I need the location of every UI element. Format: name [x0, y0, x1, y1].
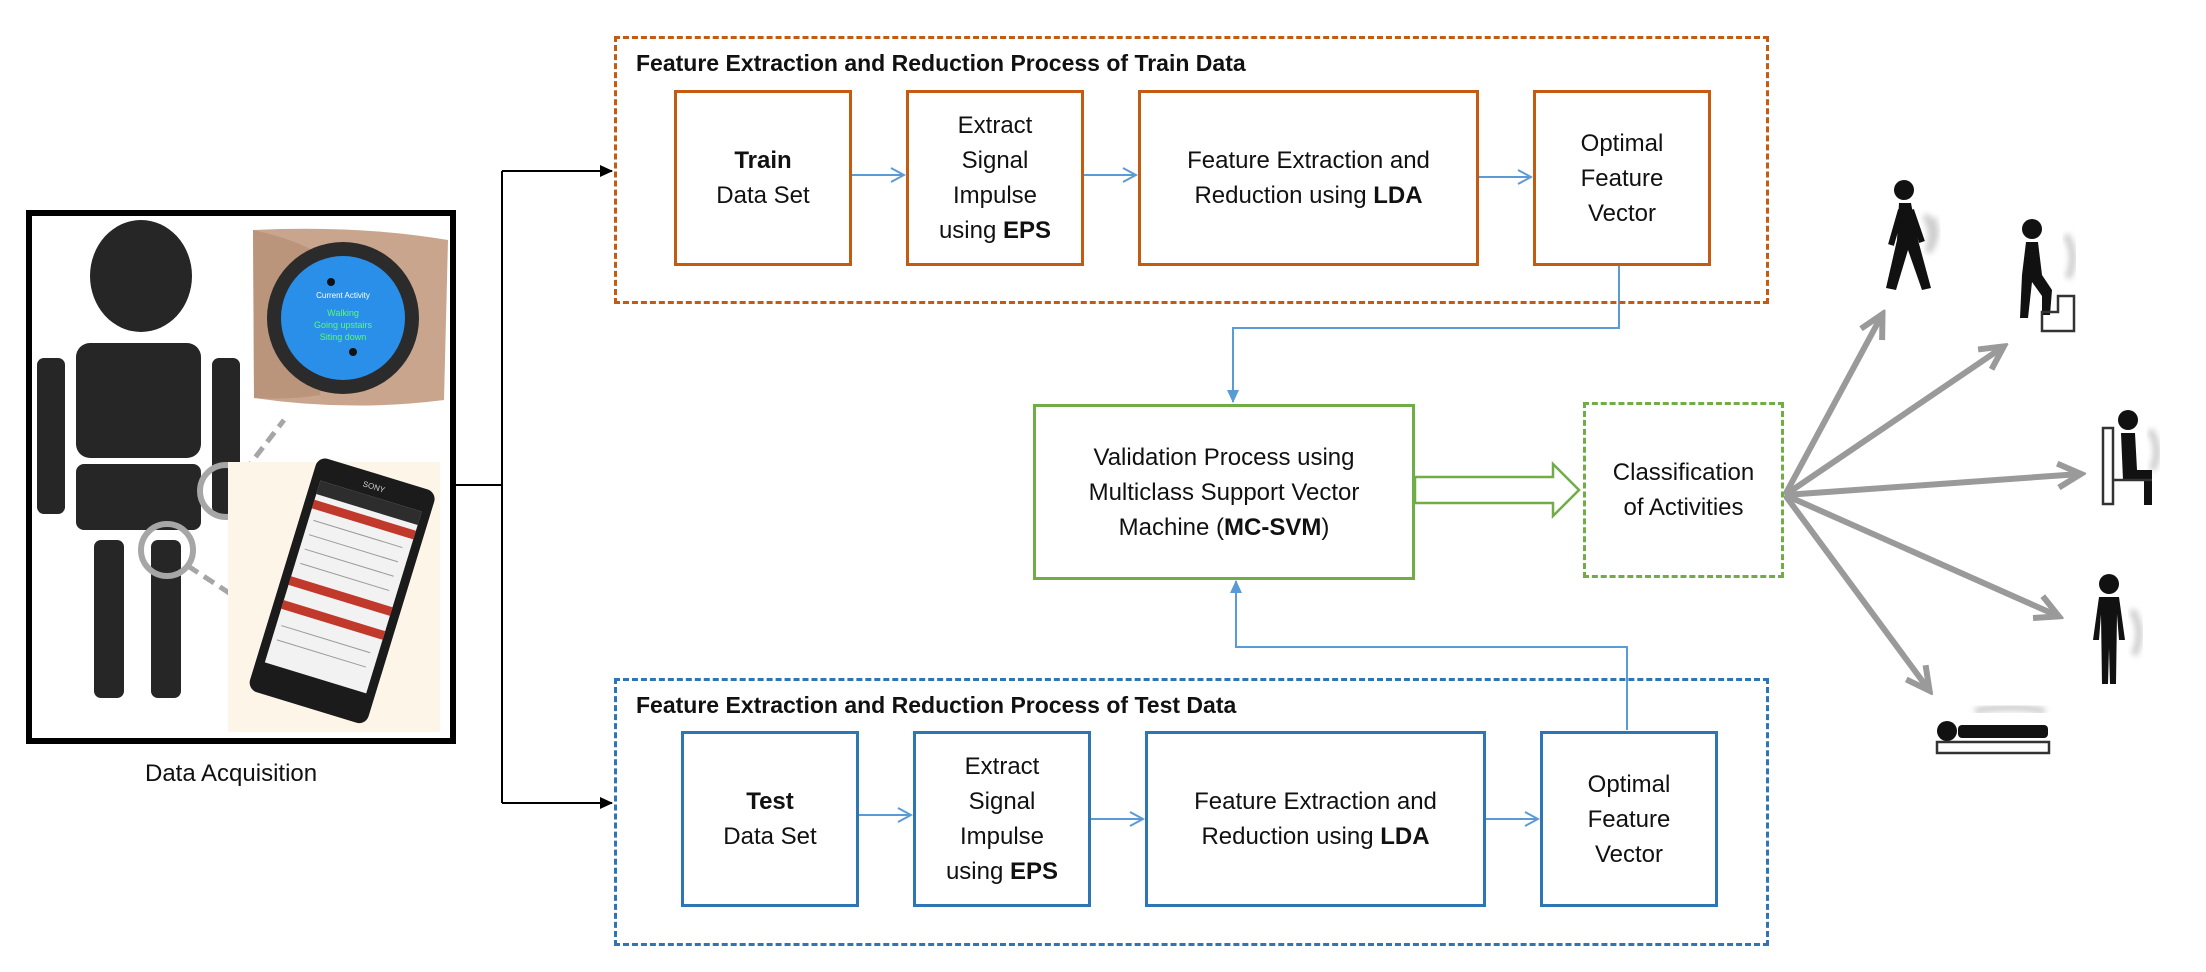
classification-box: Classification of Activities — [1583, 402, 1784, 578]
validation-line-2: Multiclass Support Vector — [1088, 478, 1360, 506]
train-feature-lda: LDA — [1373, 182, 1423, 209]
test-feature-line-2: Reduction using — [1201, 823, 1381, 850]
test-extract-box: Extract Signal Impulse using EPS — [913, 731, 1091, 907]
test-feature-line-1: Feature Extraction and — [1194, 788, 1437, 815]
train-section-frame — [614, 36, 1769, 304]
watch-label-walking: Walking — [327, 308, 359, 318]
train-data-set-box: Train Data Set — [674, 90, 852, 266]
train-feature-line-2: Reduction using — [1194, 182, 1374, 209]
train-section-title: Feature Extraction and Reduction Process… — [636, 50, 1246, 76]
test-optimal-box: Optimal Feature Vector — [1540, 731, 1718, 907]
validation-mc-svm: MC-SVM — [1224, 513, 1322, 541]
test-set-label-bold: Test — [746, 788, 794, 815]
watch-label-sitting: Siting down — [320, 332, 367, 342]
validation-to-classification-arrow — [1413, 460, 1581, 520]
test-section-title: Feature Extraction and Reduction Process… — [636, 692, 1237, 718]
train-extract-eps: EPS — [1003, 217, 1052, 244]
test-extract-line-1: Extract — [964, 753, 1040, 780]
test-optimal-line-1: Optimal — [1587, 770, 1671, 798]
test-data-set-box: Test Data Set — [681, 731, 859, 907]
test-extract-eps: EPS — [1010, 858, 1059, 885]
test-feature-lda: LDA — [1380, 823, 1430, 850]
train-to-validation-connector — [1227, 266, 1620, 403]
train-optimal-line-3: Vector — [1587, 199, 1657, 227]
test-extract-line-2: Signal — [968, 788, 1036, 815]
train-optimal-line-2: Feature — [1580, 164, 1664, 192]
splitter-connector — [452, 165, 613, 809]
test-feature-box: Feature Extraction and Reduction using L… — [1145, 731, 1486, 907]
test-extract-using: using — [945, 858, 1010, 885]
train-extract-box: Extract Signal Impulse using EPS — [906, 90, 1084, 266]
train-set-label-bold: Train — [734, 147, 792, 174]
train-optimal-line-1: Optimal — [1580, 129, 1664, 157]
activity-fan-arrows — [1782, 315, 2080, 690]
standing-figure-icon — [2093, 574, 2143, 684]
watch-label-current: Current Activity — [316, 291, 370, 300]
smartwatch-photo: Current Activity Walking Going upstairs … — [253, 228, 448, 406]
watch-label-upstairs: Going upstairs — [314, 320, 373, 330]
train-extract-line-2: Signal — [961, 147, 1029, 174]
train-extract-using: using — [938, 217, 1003, 244]
test-to-validation-connector — [1230, 580, 1628, 730]
validation-box: Validation Process using Multiclass Supp… — [1033, 404, 1415, 580]
train-optimal-box: Optimal Feature Vector — [1533, 90, 1711, 266]
test-extract-line-3: Impulse — [959, 823, 1045, 850]
classification-line-1: Classification — [1612, 459, 1755, 486]
train-feature-box: Feature Extraction and Reduction using L… — [1138, 90, 1479, 266]
train-feature-line-1: Feature Extraction and — [1187, 147, 1430, 174]
train-set-label: Data Set — [716, 182, 810, 209]
test-set-label: Data Set — [723, 823, 817, 850]
lying-figure-icon — [1935, 704, 2051, 755]
sitting-figure-icon — [2101, 410, 2160, 506]
smartphone-photo: SONY — [228, 458, 440, 732]
test-optimal-line-3: Vector — [1594, 840, 1664, 868]
validation-line-3-pre: Machine ( — [1118, 513, 1225, 541]
validation-line-1: Validation Process using — [1093, 443, 1355, 471]
train-extract-line-3: Impulse — [952, 182, 1038, 209]
test-optimal-line-2: Feature — [1587, 805, 1671, 833]
classification-line-2: of Activities — [1623, 494, 1744, 521]
train-flow-arrows — [852, 175, 1531, 177]
stairs-climbing-figure-icon — [2020, 219, 2076, 333]
validation-line-3-post: ) — [1321, 513, 1330, 541]
test-flow-arrows — [859, 815, 1538, 819]
test-section-frame — [614, 678, 1769, 946]
walking-figure-icon — [1886, 180, 1939, 290]
train-extract-line-1: Extract — [957, 112, 1033, 139]
data-acquisition-caption: Data Acquisition — [145, 760, 318, 787]
data-acquisition-frame — [26, 210, 456, 744]
